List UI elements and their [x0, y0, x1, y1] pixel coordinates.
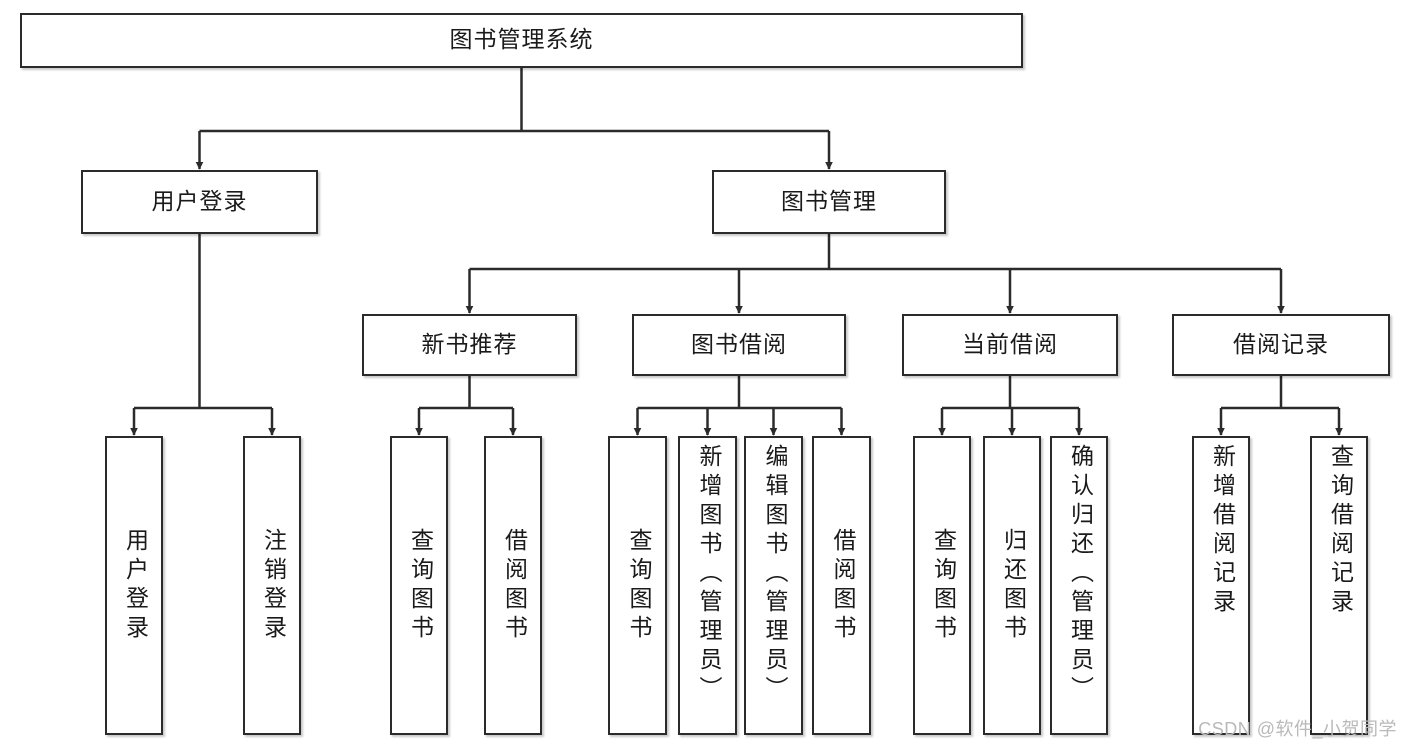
node-label: 查询图书: [625, 527, 651, 644]
node-leaf-borrow-add[interactable]: 新增图书（管理员）: [678, 436, 737, 735]
node-leaf-borrow-edit[interactable]: 编辑图书（管理员）: [744, 436, 803, 735]
node-leaf-records-query[interactable]: 查询借阅记录: [1310, 436, 1368, 735]
node-borrow[interactable]: 图书借阅: [632, 314, 846, 376]
node-bookmgmt[interactable]: 图书管理: [712, 170, 946, 234]
node-leaf-user-logout[interactable]: 注销登录: [243, 436, 301, 735]
node-label: 用户登录: [151, 188, 248, 215]
node-leaf-current-return[interactable]: 归还图书: [983, 436, 1041, 735]
node-label: 图书管理: [781, 188, 877, 215]
node-label: 编辑图书（管理员）: [761, 444, 787, 705]
node-leaf-records-add[interactable]: 新增借阅记录: [1192, 436, 1250, 735]
node-label: 图书借阅: [691, 331, 787, 358]
node-leaf-newbook-query[interactable]: 查询图书: [390, 436, 448, 735]
node-leaf-user-login[interactable]: 用户登录: [105, 436, 163, 735]
node-label: 图书管理系统: [449, 27, 594, 54]
node-login[interactable]: 用户登录: [81, 170, 318, 234]
node-root[interactable]: 图书管理系统: [20, 13, 1023, 68]
node-label: 查询借阅记录: [1326, 444, 1353, 618]
node-label: 查询图书: [929, 527, 956, 644]
node-leaf-borrow-lend[interactable]: 借阅图书: [812, 436, 871, 735]
node-label: 归还图书: [999, 527, 1026, 644]
node-label: 借阅图书: [500, 527, 527, 644]
node-label: 新书推荐: [421, 331, 518, 358]
node-label: 注销登录: [259, 527, 286, 644]
node-leaf-borrow-query[interactable]: 查询图书: [608, 436, 667, 735]
node-label: 新增图书（管理员）: [695, 444, 721, 705]
node-leaf-newbook-borrow[interactable]: 借阅图书: [484, 436, 542, 735]
node-label: 借阅记录: [1233, 331, 1329, 358]
node-leaf-current-query[interactable]: 查询图书: [913, 436, 971, 735]
node-label: 查询图书: [406, 527, 433, 644]
node-label: 用户登录: [121, 527, 148, 644]
node-label: 借阅图书: [829, 527, 855, 644]
node-newbook[interactable]: 新书推荐: [362, 314, 577, 376]
node-label: 新增借阅记录: [1208, 444, 1235, 618]
node-leaf-current-confirm[interactable]: 确认归还（管理员）: [1050, 436, 1108, 735]
watermark-label: CSDN @软件_小贺同学: [1198, 719, 1397, 739]
node-records[interactable]: 借阅记录: [1172, 314, 1390, 376]
node-label: 当前借阅: [962, 331, 1058, 358]
node-current[interactable]: 当前借阅: [902, 314, 1118, 376]
node-label: 确认归还（管理员）: [1066, 444, 1093, 705]
